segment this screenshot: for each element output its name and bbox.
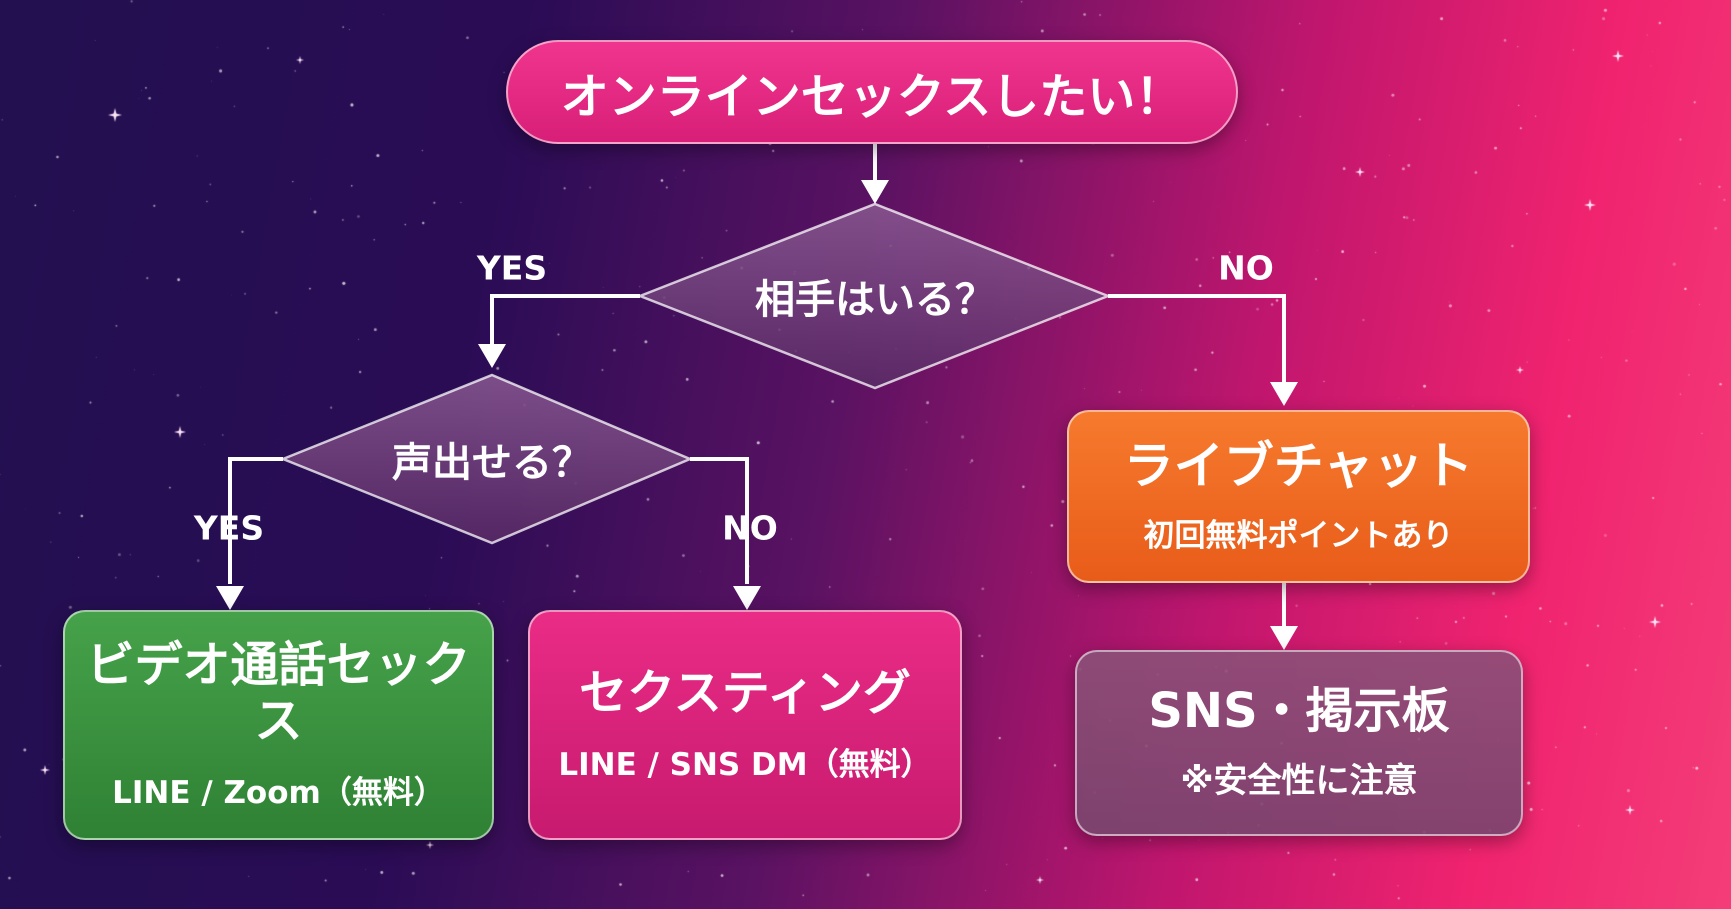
connector-voice-yes	[228, 457, 283, 584]
result-sns-board: SNS・掲示板 ※安全性に注意	[1075, 650, 1523, 836]
arrowhead-partner-no	[1270, 382, 1298, 406]
decision-partner-label: 相手はいる？	[755, 277, 995, 323]
result-video-title: ビデオ通話セックス	[86, 637, 471, 749]
result-live-chat: ライブチャット 初回無料ポイントあり	[1067, 410, 1530, 583]
decision-diamond-partner	[636, 202, 1112, 390]
result-sexting: セクスティング LINE / SNS DM（無料）	[528, 610, 962, 840]
result-video-call: ビデオ通話セックス LINE / Zoom（無料）	[63, 610, 494, 840]
result-livechat-sub: 初回無料ポイントあり	[1143, 517, 1454, 554]
result-sns-sub: ※安全性に注意	[1180, 761, 1418, 802]
edge-label-partner-no: NO	[1218, 248, 1274, 288]
decision-voice-label: 声出せる？	[392, 440, 592, 486]
start-label: オンラインセックスしたい！	[560, 69, 1184, 125]
connector-voice-no	[690, 457, 749, 584]
start-node: オンラインセックスしたい！	[506, 40, 1238, 144]
edge-label-voice-no: NO	[722, 508, 778, 548]
decision-diamond-voice	[279, 373, 694, 545]
arrowhead-start-partner	[861, 180, 889, 204]
result-video-sub: LINE / Zoom（無料）	[112, 774, 445, 811]
arrowhead-voice-no	[733, 586, 761, 610]
connector-partner-yes	[490, 294, 640, 350]
result-sexting-title: セクスティング	[579, 664, 911, 721]
arrowhead-partner-yes	[478, 344, 506, 368]
arrowhead-voice-yes	[216, 586, 244, 610]
result-sns-title: SNS・掲示板	[1148, 682, 1450, 739]
edge-label-voice-yes: YES	[193, 508, 265, 548]
arrowhead-livechat-sns	[1270, 626, 1298, 650]
result-livechat-title: ライブチャット	[1123, 437, 1474, 496]
connector-partner-no	[1108, 294, 1286, 386]
result-sexting-sub: LINE / SNS DM（無料）	[558, 747, 932, 784]
edge-label-partner-yes: YES	[476, 248, 548, 288]
